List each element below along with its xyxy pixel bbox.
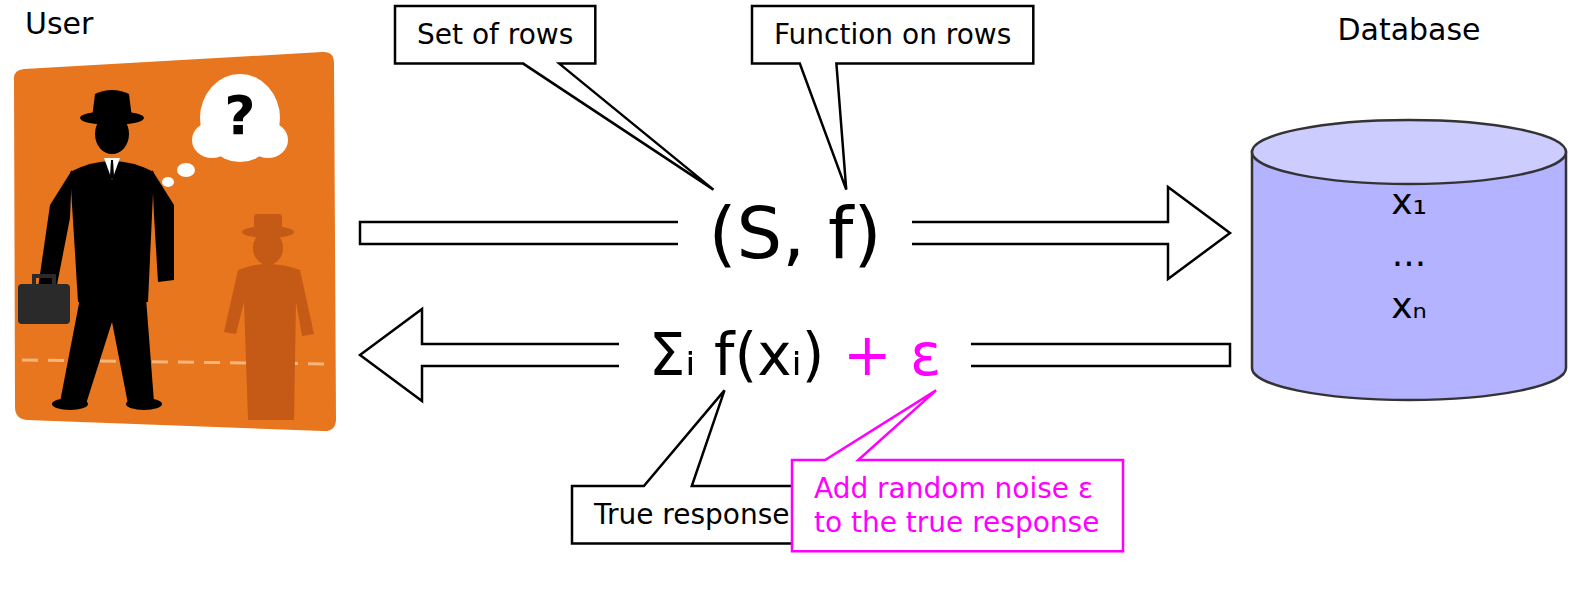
cloud-trail: [162, 177, 174, 187]
callout-box: Add random noise ε to the true response: [792, 460, 1123, 551]
torso: [70, 161, 154, 302]
right-shoe: [126, 398, 162, 410]
callout-outline: [752, 6, 1033, 190]
user-figure: User: [10, 0, 340, 432]
right-arm: [152, 170, 174, 282]
callout-outline: [572, 390, 812, 543]
legs: [60, 298, 154, 404]
left-arm: [38, 170, 72, 290]
shadow-body: [224, 264, 314, 420]
record-list: x₁ ... xₙ: [1378, 176, 1440, 333]
database-cylinder: Database x₁ ... xₙ: [1250, 0, 1568, 404]
arrow-label: Σᵢ f(xᵢ) + ε: [619, 322, 972, 389]
shadow-figure: [224, 214, 314, 420]
noise-term: + ε: [824, 321, 941, 389]
label-part: Σᵢ f(xᵢ): [649, 321, 825, 389]
callout-text: Add random noise ε to the true response: [814, 472, 1101, 539]
callout-text: Set of rows: [417, 18, 573, 52]
cylinder-body: [1252, 152, 1566, 400]
head: [95, 114, 129, 154]
user-figure: [18, 90, 174, 410]
callout-box: Function on rows: [752, 6, 1033, 64]
thought-cloud: [162, 74, 288, 187]
block-arrow: [360, 187, 1230, 279]
node-heading: Database: [1250, 12, 1568, 48]
briefcase-handle: [34, 276, 54, 284]
cloud-trail: [177, 163, 195, 177]
user-panel: [14, 52, 336, 431]
callout-outline: [395, 6, 713, 190]
node-heading: User: [25, 6, 93, 42]
thought-mark: ?: [224, 86, 255, 145]
block-arrow: [360, 309, 1230, 401]
cylinder-top: [1252, 120, 1566, 184]
shadow-hat-crown: [254, 214, 282, 232]
callout-outline: [792, 390, 1123, 551]
tie: [110, 160, 114, 180]
hat-crown: [92, 90, 132, 118]
briefcase: [18, 284, 70, 324]
left-shoe: [52, 398, 88, 410]
shadow-head: [253, 231, 283, 265]
callout-box: Set of rows: [395, 6, 595, 64]
callout-text: True response: [594, 498, 790, 532]
arrow-label: (S, f): [678, 192, 911, 275]
callout-text: Function on rows: [774, 18, 1011, 52]
shirt: [104, 158, 120, 180]
callout-box: True response: [572, 486, 812, 544]
